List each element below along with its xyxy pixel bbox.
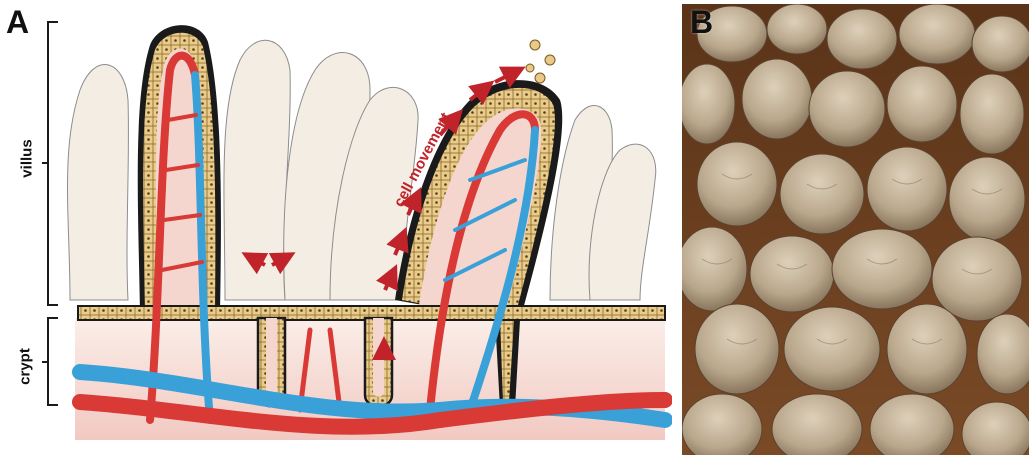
intestinal-villus-diagram: cell movement <box>0 0 672 475</box>
villi-micrograph <box>682 4 1029 455</box>
panel-a-label: A <box>6 6 29 38</box>
villus-label: villus <box>19 129 36 189</box>
crypt-bracket <box>42 318 58 405</box>
crypt-label: crypt <box>17 342 34 392</box>
panel-b-label: B <box>690 6 713 38</box>
shed-cells <box>526 40 555 83</box>
villus-bracket <box>42 22 58 305</box>
